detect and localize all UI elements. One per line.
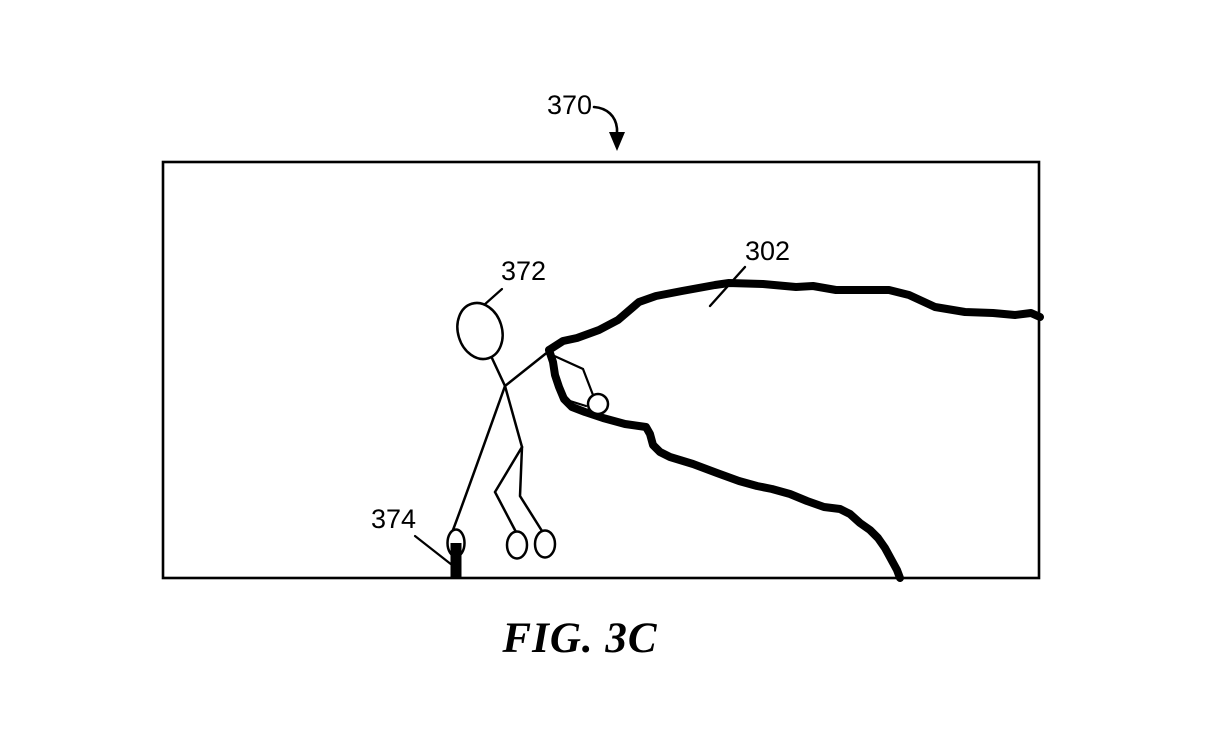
label-374-leader (413, 534, 454, 567)
climber-forearm-a (548, 352, 595, 397)
label-370-arrowhead (609, 132, 625, 151)
climber-leg-right (518, 445, 544, 533)
climber-neck (489, 354, 507, 388)
scene-frame (161, 160, 1041, 580)
cliff-face (545, 346, 904, 582)
figure-caption: FIG. 3C (502, 615, 658, 662)
label-372-leader (482, 287, 504, 307)
label-370: 370 (547, 90, 593, 120)
climber-upper-arm (503, 349, 551, 388)
climber-figure (446, 301, 610, 560)
climber-forearm-b (550, 356, 588, 408)
climber-foot-left (505, 530, 529, 560)
climber-leg-left (493, 445, 524, 534)
label-374: 374 (371, 504, 417, 534)
climber-grip-hand (586, 392, 610, 416)
peg (450, 543, 462, 578)
climber-foot-right (533, 529, 557, 559)
label-370-arrow (592, 105, 619, 136)
climber-head (456, 301, 504, 361)
climber-torso (503, 384, 524, 449)
label-372: 372 (501, 256, 547, 286)
climber-lower-arm (451, 384, 507, 532)
cliff-top-edge (545, 279, 1044, 354)
label-302: 302 (745, 236, 791, 266)
